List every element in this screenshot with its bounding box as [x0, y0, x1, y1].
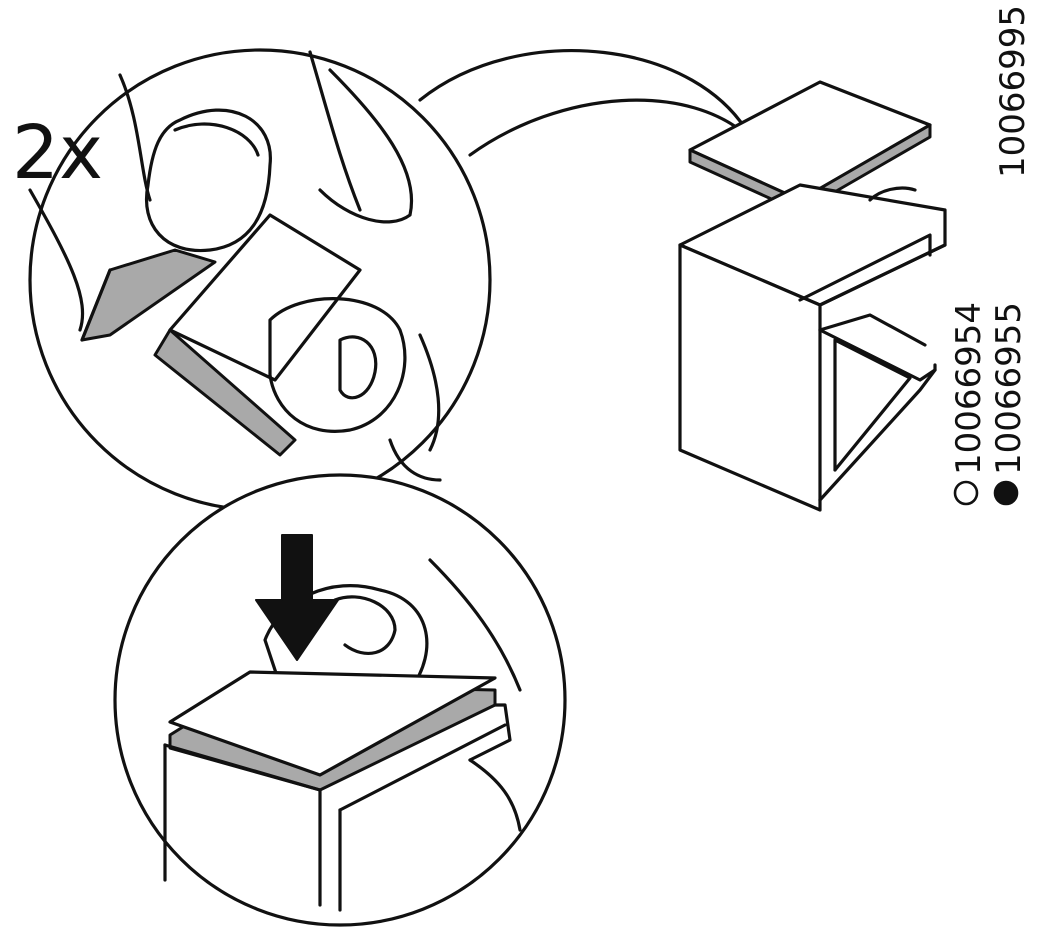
black-circle-icon — [993, 480, 1019, 506]
variant-black-part-number: 10066955 — [989, 302, 1029, 475]
press-down-arrow-icon — [255, 534, 339, 661]
white-circle-icon — [953, 480, 979, 506]
variant-white-part-number: 10066954 — [949, 302, 989, 475]
callout-tail — [418, 49, 754, 157]
adhesive-pad — [168, 213, 362, 382]
exploded-view — [678, 80, 947, 512]
variant-list: 10066954 10066955 — [949, 302, 1029, 506]
quantity-label: 2x — [12, 110, 103, 196]
peel-detail-circle — [28, 48, 492, 512]
part-number-pad: 10066995 — [993, 5, 1033, 178]
press-detail-circle — [113, 473, 567, 927]
